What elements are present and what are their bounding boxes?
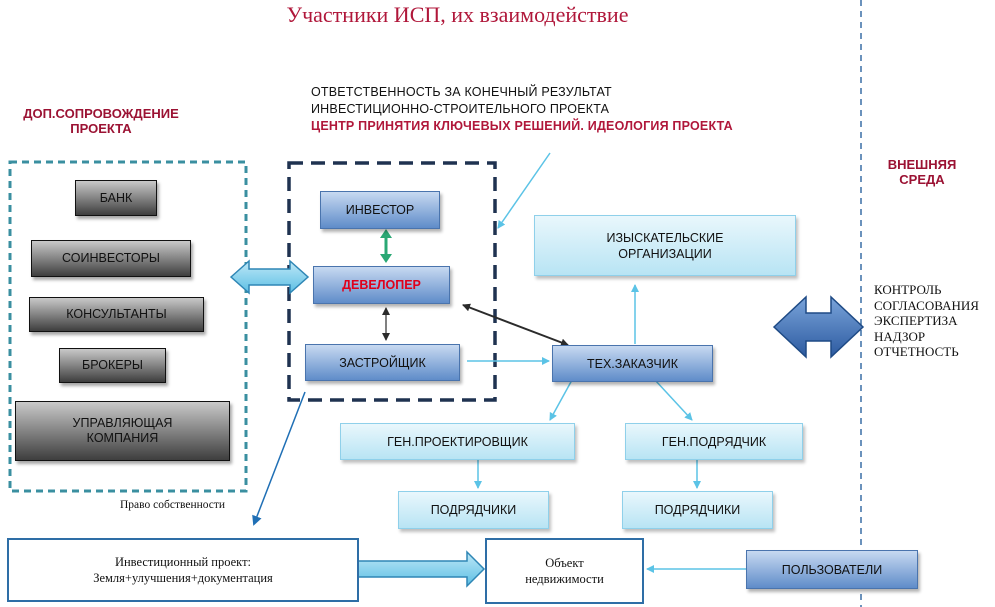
external-item: ОТЧЕТНОСТЬ xyxy=(874,344,959,359)
responsibility-line2: ИНВЕСТИЦИОННО-СТРОИТЕЛЬНОГО ПРОЕКТА xyxy=(311,102,610,116)
external-list: КОНТРОЛЬ СОГЛАСОВАНИЯ ЭКСПЕРТИЗА НАДЗОР … xyxy=(874,282,979,360)
coinvestors-box: СОИНВЕСТОРЫ xyxy=(31,240,191,277)
external-heading-line2: СРЕДА xyxy=(899,172,945,187)
responsibility-line1: ОТВЕТСТВЕННОСТЬ ЗА КОНЕЧНЫЙ РЕЗУЛЬТАТ xyxy=(311,85,612,99)
project-realestate-arrow xyxy=(356,550,486,588)
investment-project-line1: Инвестиционный проект: xyxy=(114,555,252,569)
gen-contractor-box: ГЕН.ПОДРЯДЧИК xyxy=(625,423,803,460)
investor-developer-arrow xyxy=(380,229,392,263)
techcustomer-contractor-arrow xyxy=(654,379,693,421)
bank-box: БАНК xyxy=(75,180,157,216)
external-item: КОНТРОЛЬ xyxy=(874,282,942,297)
external-item: СОГЛАСОВАНИЯ xyxy=(874,297,979,313)
external-heading-line1: ВНЕШНЯЯ xyxy=(887,157,957,172)
real-estate-box: Объект недвижимости xyxy=(485,538,644,604)
investment-project-line2: Земля+улучшения+документация xyxy=(93,571,273,585)
support-group-frame xyxy=(8,160,248,493)
support-heading-line2: ПРОЕКТА xyxy=(70,121,132,136)
gen-designer-box: ГЕН.ПРОЕКТИРОВЩИК xyxy=(340,423,575,460)
tech-customer-box: ТЕХ.ЗАКАЗЧИК xyxy=(552,345,713,382)
diagram-title: Участники ИСП, их взаимодействие xyxy=(286,2,629,27)
ownership-arrow xyxy=(252,391,306,526)
brokers-box: БРОКЕРЫ xyxy=(59,348,166,383)
responsibility-line3: ЦЕНТР ПРИНЯТИЯ КЛЮЧЕВЫХ РЕШЕНИЙ. ИДЕОЛОГ… xyxy=(311,119,733,133)
zastroyshchik-box: ЗАСТРОЙЩИК xyxy=(305,344,460,381)
management-company-box: УПРАВЛЯЮЩАЯ КОМПАНИЯ xyxy=(15,401,230,461)
subcontractors-left-box: ПОДРЯДЧИКИ xyxy=(398,491,549,529)
subcontractors-right-box: ПОДРЯДЧИКИ xyxy=(622,491,773,529)
developer-techcustomer-arrow xyxy=(462,303,569,347)
developer-box: ДЕВЕЛОПЕР xyxy=(313,266,450,304)
ownership-label: Право собственности xyxy=(120,499,226,511)
investment-project-box: Инвестиционный проект: Земля+улучшения+д… xyxy=(7,538,359,602)
support-group-heading: ДОП.СОПРОВОЖДЕНИЕ ПРОЕКТА xyxy=(6,106,196,136)
external-heading: ВНЕШНЯЯ СРЕДА xyxy=(867,157,977,187)
investor-box: ИНВЕСТОР xyxy=(320,191,440,229)
techcustomer-designer-arrow xyxy=(549,379,573,421)
external-item: НАДЗОР xyxy=(874,328,926,344)
responsibility-text: ОТВЕТСТВЕННОСТЬ ЗА КОНЕЧНЫЙ РЕЗУЛЬТАТ ИН… xyxy=(311,84,733,135)
responsibility-pointer xyxy=(497,152,551,229)
support-heading-line1: ДОП.СОПРОВОЖДЕНИЕ xyxy=(23,106,179,121)
consultants-box: КОНСУЛЬТАНТЫ xyxy=(29,297,204,332)
real-estate-line1: Объект xyxy=(545,556,584,570)
users-box: ПОЛЬЗОВАТЕЛИ xyxy=(746,550,918,589)
survey-organizations-box: ИЗЫСКАТЕЛЬСКИЕ ОРГАНИЗАЦИИ xyxy=(534,215,796,276)
support-core-double-arrow xyxy=(229,259,310,295)
external-double-arrow xyxy=(772,295,865,359)
external-item: ЭКСПЕРТИЗА xyxy=(874,313,958,328)
real-estate-line2: недвижимости xyxy=(525,572,604,586)
